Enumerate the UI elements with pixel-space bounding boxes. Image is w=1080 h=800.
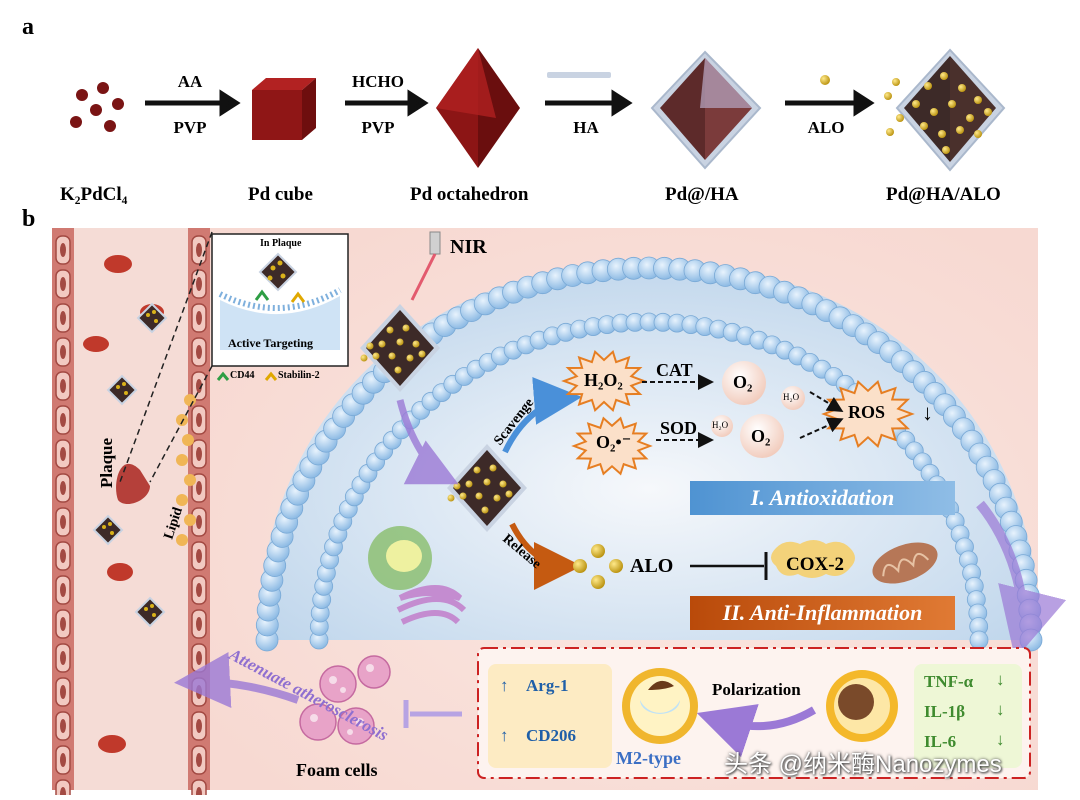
species-pd-cube: Pd cube bbox=[248, 184, 313, 205]
organelles bbox=[368, 526, 938, 625]
h2o2-label: H₂O₂ bbox=[584, 370, 623, 390]
blood-vessel bbox=[52, 228, 213, 800]
stabilin-label: Stabilin-2 bbox=[278, 370, 320, 381]
zoom-line-bottom bbox=[149, 365, 213, 483]
incoming-nanoparticle bbox=[360, 304, 440, 392]
cd206-up-arrow: ↑ bbox=[500, 726, 509, 745]
arg1-up-arrow: ↑ bbox=[500, 676, 509, 695]
step2-bottom-label: PVP bbox=[361, 118, 395, 137]
il6-label: IL-6 bbox=[924, 732, 957, 751]
cd44-label: CD44 bbox=[230, 370, 255, 381]
inset-title: In Plaque bbox=[260, 238, 302, 249]
step1-bottom-label: PVP bbox=[173, 118, 207, 137]
cox2-blob bbox=[771, 540, 855, 578]
species-pd-octahedron: Pd octahedron bbox=[410, 184, 529, 205]
polarization-arrow bbox=[696, 704, 817, 758]
watermark: 头条 @纳米酶Nanozymes bbox=[724, 751, 1002, 778]
ros-label: ROS bbox=[848, 402, 886, 422]
h2o-label-bottom: H₂O bbox=[712, 420, 729, 430]
alo-dot bbox=[820, 75, 830, 85]
alo-particles bbox=[573, 544, 623, 589]
uptake-arrow bbox=[396, 399, 459, 485]
reaction-arrows bbox=[145, 89, 875, 117]
cox2-label: COX-2 bbox=[786, 554, 845, 575]
nir-label: NIR bbox=[450, 236, 487, 258]
flow-arrow-right bbox=[976, 500, 1067, 660]
polarization-panel bbox=[174, 647, 1031, 779]
ha-strand bbox=[547, 72, 611, 78]
species-pd-ha: Pd@/HA bbox=[665, 184, 739, 205]
panel-b-letter: b bbox=[22, 206, 36, 232]
scavenge-arrow bbox=[502, 376, 582, 454]
o2-ball-bottom bbox=[740, 414, 784, 458]
o2-label-top: O₂ bbox=[733, 372, 753, 392]
zoom-line-top bbox=[119, 231, 213, 483]
species-k2pdcl4: K₂PdCl₄ bbox=[60, 184, 128, 205]
attenuate-arrow bbox=[174, 652, 300, 708]
h2o2-burst bbox=[561, 349, 647, 413]
release-arrow bbox=[509, 522, 582, 590]
foam-cells-label: Foam cells bbox=[296, 760, 378, 780]
inset-caption: Active Targeting bbox=[228, 336, 313, 350]
h2o-ball-top bbox=[781, 386, 805, 410]
foam-cell-cluster bbox=[299, 655, 391, 745]
step1-top-label: AA bbox=[177, 72, 203, 91]
vessel-nanoparticles bbox=[92, 302, 168, 628]
step4-bottom-label: ALO bbox=[807, 118, 845, 137]
antioxidation-banner: I. Antioxidation bbox=[750, 485, 895, 510]
h2o-ball-bottom bbox=[711, 415, 733, 437]
m2-macrophage bbox=[622, 668, 698, 744]
cat-label: CAT bbox=[656, 360, 693, 380]
pd-cube bbox=[252, 78, 316, 140]
antioxidation-banner-bg bbox=[690, 481, 955, 515]
tnf-label: TNF-α bbox=[924, 672, 974, 691]
internalized-nanoparticle bbox=[447, 444, 527, 532]
cd206-label: CD206 bbox=[526, 726, 577, 745]
plaque-lesion bbox=[116, 463, 150, 505]
panel-a-graphics bbox=[70, 48, 1006, 172]
superoxide-label: O₂•⁻ bbox=[596, 432, 632, 452]
enzyme-arrows bbox=[642, 374, 844, 448]
plaque-label: Plaque bbox=[97, 437, 116, 488]
pd-octahedron bbox=[436, 48, 520, 168]
arg1-label: Arg-1 bbox=[526, 676, 569, 695]
k2pdcl4-particles bbox=[70, 82, 124, 132]
pd-ha-particle bbox=[650, 50, 762, 170]
nir-laser bbox=[410, 231, 441, 301]
il1b-down-arrow: ↓ bbox=[996, 700, 1005, 719]
anti-inflammation-banner-bg bbox=[690, 596, 955, 630]
anti-inflammation-banner: II. Anti-Inflammation bbox=[722, 600, 923, 625]
il1b-label: IL-1β bbox=[924, 702, 966, 721]
ros-down-arrow: ↓ bbox=[922, 400, 933, 425]
pd-ha-alo-particle bbox=[884, 48, 1006, 172]
il6-down-arrow: ↓ bbox=[996, 730, 1005, 749]
ros-burst bbox=[821, 380, 915, 448]
m1-macrophage bbox=[826, 670, 898, 742]
lipid-core bbox=[176, 394, 196, 546]
m2-type-label: M2-type bbox=[616, 748, 681, 768]
tnf-down-arrow: ↓ bbox=[996, 670, 1005, 689]
polarization-label: Polarization bbox=[712, 680, 801, 699]
step3-bottom-label: HA bbox=[573, 118, 599, 137]
o2-ball-top bbox=[722, 361, 766, 405]
targeting-inset bbox=[211, 233, 349, 381]
superoxide-burst bbox=[571, 416, 653, 476]
sod-label: SOD bbox=[660, 418, 698, 438]
h2o-label-top: H₂O bbox=[783, 392, 800, 402]
o2-label-bottom: O₂ bbox=[751, 426, 771, 446]
species-pd-ha-alo: Pd@HA/ALO bbox=[886, 184, 1001, 205]
step2-top-label: HCHO bbox=[352, 72, 404, 91]
macrophage-cell bbox=[255, 231, 1067, 660]
alo-label: ALO bbox=[630, 555, 674, 577]
panel-a-letter: a bbox=[22, 14, 34, 40]
